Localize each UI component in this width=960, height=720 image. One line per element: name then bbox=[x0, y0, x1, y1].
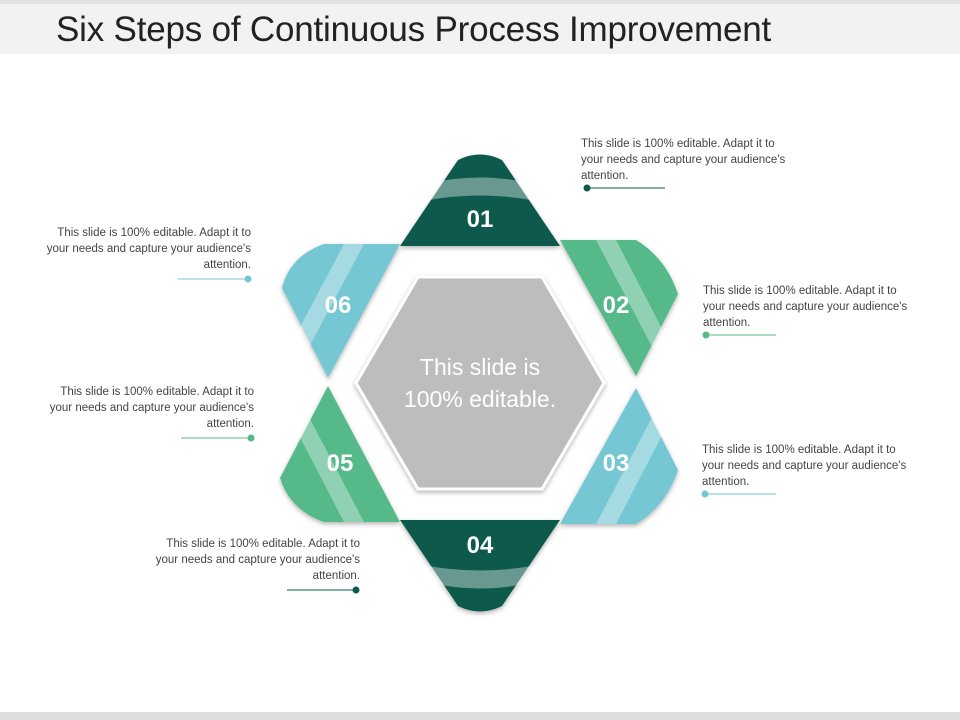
bottom-bar bbox=[0, 712, 960, 720]
step-01-number: 01 bbox=[467, 206, 494, 233]
slide-title: Six Steps of Continuous Process Improvem… bbox=[56, 10, 772, 49]
step-06-segment: 06 bbox=[282, 244, 400, 378]
step-02-number: 02 bbox=[603, 292, 630, 319]
step-06-description: This slide is 100% editable. Adapt it to… bbox=[46, 227, 251, 271]
step-03-number: 03 bbox=[603, 450, 630, 477]
step-04-connector bbox=[287, 586, 360, 594]
step-06-connector bbox=[178, 275, 252, 283]
step-06-number: 06 bbox=[325, 292, 352, 319]
step-04-segment: 04 bbox=[400, 520, 560, 612]
step-04-number: 04 bbox=[467, 532, 494, 559]
step-02-description: This slide is 100% editable. Adapt it to… bbox=[703, 285, 908, 329]
step-02-segment: 02 bbox=[560, 240, 678, 376]
center-text-line-1: This slide is bbox=[420, 354, 540, 380]
center-hexagon bbox=[354, 275, 606, 491]
step-03-connector bbox=[701, 490, 776, 498]
step-01-connector bbox=[583, 184, 665, 192]
step-05-number: 05 bbox=[327, 450, 354, 477]
step-05-connector bbox=[181, 434, 255, 442]
title-bar: Six Steps of Continuous Process Improvem… bbox=[0, 0, 960, 54]
step-05-segment: 05 bbox=[280, 386, 400, 522]
step-01-segment: 01 bbox=[400, 154, 560, 246]
step-05-description: This slide is 100% editable. Adapt it to… bbox=[49, 386, 254, 430]
step-01-description: This slide is 100% editable. Adapt it to… bbox=[581, 138, 786, 182]
center-text-line-2: 100% editable. bbox=[404, 386, 556, 412]
step-03-segment: 03 bbox=[560, 388, 678, 524]
step-04-description: This slide is 100% editable. Adapt it to… bbox=[155, 538, 360, 582]
step-03-description: This slide is 100% editable. Adapt it to… bbox=[702, 444, 907, 488]
step-02-connector bbox=[702, 331, 776, 339]
